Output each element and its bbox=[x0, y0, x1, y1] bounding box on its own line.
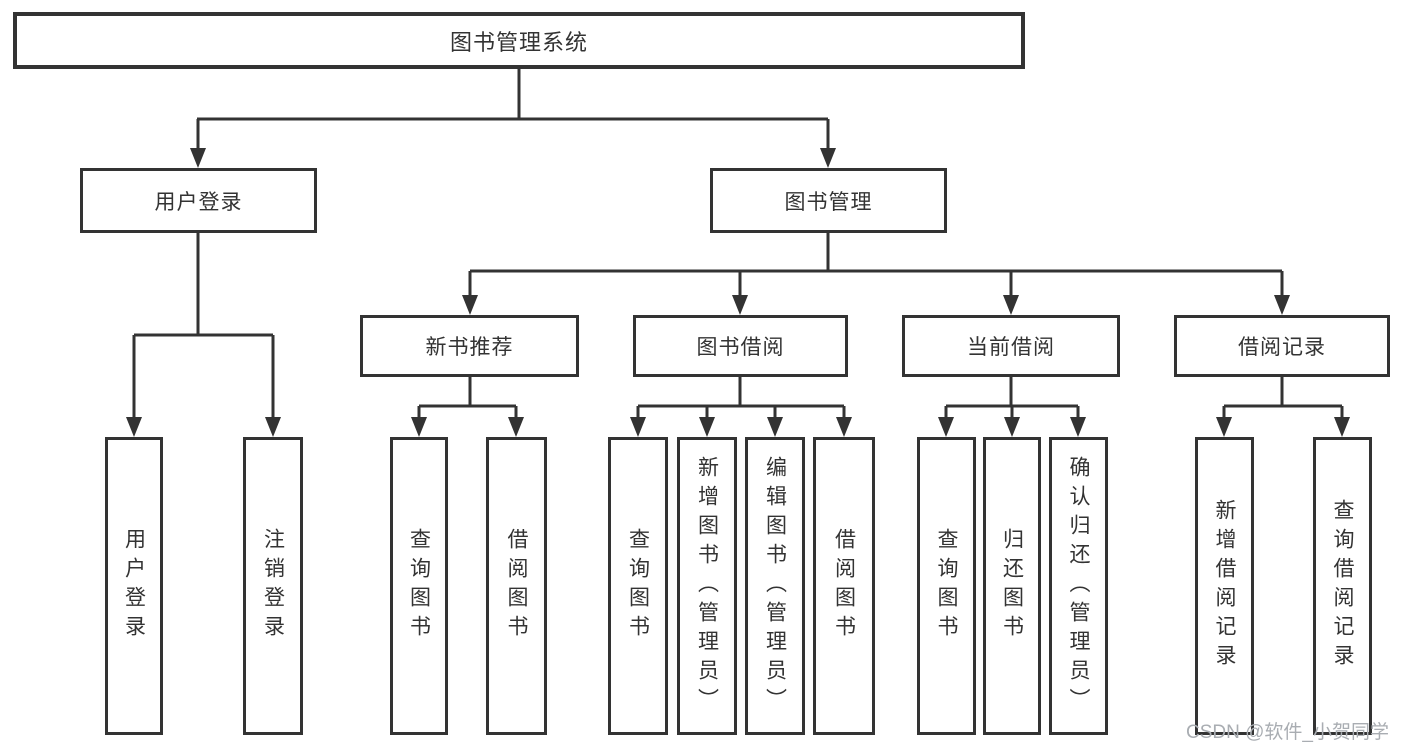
leaf-return-book: 归还图书 bbox=[983, 437, 1041, 735]
leaf-query-borrow-record: 查询借阅记录 bbox=[1313, 437, 1372, 735]
level2-node-user-login: 用户登录 bbox=[80, 168, 317, 233]
leaf-edit-book-admin: 编辑图书（管理员） bbox=[745, 437, 805, 735]
edge-recommend-to-leaves bbox=[417, 377, 518, 419]
csdn-watermark: CSDN @软件_小贺同学 bbox=[1186, 722, 1389, 743]
arrowhead bbox=[767, 417, 783, 437]
arrowhead bbox=[1274, 295, 1290, 315]
leaf-borrow-books-recommend: 借阅图书 bbox=[486, 437, 547, 735]
leaf-user-login: 用户登录 bbox=[105, 437, 163, 735]
edge-record-to-leaves bbox=[1222, 377, 1344, 419]
arrowhead bbox=[462, 295, 478, 315]
arrowhead bbox=[732, 295, 748, 315]
edge-current-to-leaves bbox=[944, 377, 1080, 419]
edge-bookmgmt-to-level3 bbox=[468, 233, 1284, 297]
arrowhead bbox=[699, 417, 715, 437]
arrowhead bbox=[630, 417, 646, 437]
leaf-logout: 注销登录 bbox=[243, 437, 303, 735]
edge-userlogin-to-leaves bbox=[132, 233, 275, 419]
level3-node-borrow-record: 借阅记录 bbox=[1174, 315, 1390, 377]
arrowhead bbox=[126, 417, 142, 437]
arrowhead bbox=[1003, 295, 1019, 315]
leaf-add-book-admin: 新增图书（管理员） bbox=[677, 437, 737, 735]
arrowhead bbox=[1216, 417, 1232, 437]
leaf-query-books-current: 查询图书 bbox=[917, 437, 976, 735]
arrowhead bbox=[190, 148, 206, 168]
level3-node-new-book-recommend: 新书推荐 bbox=[360, 315, 579, 377]
leaf-add-borrow-record: 新增借阅记录 bbox=[1195, 437, 1254, 735]
arrowhead bbox=[411, 417, 427, 437]
arrowhead bbox=[1070, 417, 1086, 437]
level3-node-current-borrow: 当前借阅 bbox=[902, 315, 1120, 377]
leaf-query-books-borrow: 查询图书 bbox=[608, 437, 668, 735]
edge-borrow-to-leaves bbox=[636, 377, 846, 419]
arrowhead bbox=[836, 417, 852, 437]
level2-node-book-management: 图书管理 bbox=[710, 168, 947, 233]
arrowhead bbox=[820, 148, 836, 168]
arrowhead bbox=[938, 417, 954, 437]
edge-root-to-level2 bbox=[196, 69, 830, 150]
arrowhead bbox=[1334, 417, 1350, 437]
arrowhead bbox=[508, 417, 524, 437]
arrowhead bbox=[265, 417, 281, 437]
level3-node-book-borrow: 图书借阅 bbox=[633, 315, 848, 377]
root-node-library-system: 图书管理系统 bbox=[13, 12, 1025, 69]
leaf-confirm-return-admin: 确认归还（管理员） bbox=[1049, 437, 1108, 735]
arrowhead bbox=[1004, 417, 1020, 437]
leaf-borrow-books: 借阅图书 bbox=[813, 437, 875, 735]
leaf-query-books-recommend: 查询图书 bbox=[390, 437, 448, 735]
